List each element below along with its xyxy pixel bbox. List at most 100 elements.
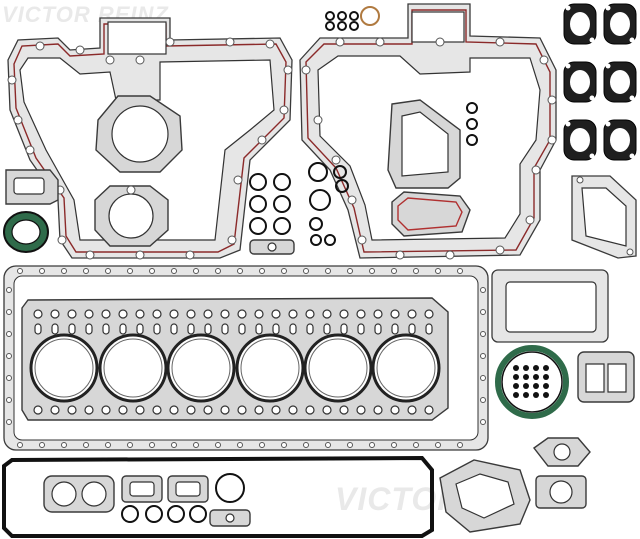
oring-tiny [523, 392, 529, 398]
bolt-hole [39, 442, 45, 448]
head-bolt-hole [407, 405, 417, 415]
head-bolt-hole [356, 405, 366, 415]
head-bolt-hole [152, 405, 162, 415]
oring-tiny [513, 365, 519, 371]
oring-small [349, 11, 359, 21]
coolant-port [306, 323, 314, 335]
oring [324, 234, 336, 246]
oring-set-right [466, 102, 478, 146]
bolt-hole [75, 45, 85, 55]
oring-small [349, 21, 359, 31]
bolt-hole [480, 309, 486, 315]
bolt-hole [480, 287, 486, 293]
bolt-hole [17, 268, 23, 274]
brand-watermark-bottom: VICTOR [335, 481, 461, 517]
head-bolt-hole [101, 309, 111, 319]
bolt-hole [7, 75, 17, 85]
bolt-hole [13, 115, 23, 125]
intake-gasket-double-port [43, 475, 115, 513]
bolt-hole [283, 65, 293, 75]
head-bolt-hole [220, 405, 230, 415]
bolt-hole [6, 353, 12, 359]
bolt-hole [391, 442, 397, 448]
bolt-hole [369, 442, 375, 448]
cylinder-bore [98, 333, 168, 403]
bolt-hole [480, 353, 486, 359]
bolt-hole [237, 268, 243, 274]
bolt-hole [495, 37, 505, 47]
coolant-port [221, 323, 229, 335]
oring-tiny [523, 383, 529, 389]
cylinder-bore [303, 333, 373, 403]
head-bolt-hole [135, 405, 145, 415]
cylinder-head-gasket [21, 297, 449, 421]
oring-small [337, 21, 347, 31]
intake-gasket-rect-1 [121, 475, 163, 503]
head-bolt-hole [373, 309, 383, 319]
bolt-hole [313, 115, 323, 125]
head-bolt-hole [169, 309, 179, 319]
bolt-hole [105, 268, 111, 274]
bolt-hole [281, 268, 287, 274]
bolt-hole [375, 37, 385, 47]
bolt-hole [225, 37, 235, 47]
bolt-hole [325, 442, 331, 448]
oring-large [215, 473, 245, 503]
oring-tiny [543, 392, 549, 398]
oring-tiny [533, 374, 539, 380]
bolt-hole [257, 135, 267, 145]
head-bolt-hole [169, 405, 179, 415]
bolt-hole [303, 268, 309, 274]
exhaust-manifold-gasket [563, 61, 597, 103]
bolt-hole [265, 39, 275, 49]
cylinder-bore [29, 333, 99, 403]
coolant-port [340, 323, 348, 335]
bolt-hole [127, 268, 133, 274]
turbo-flange-gasket [577, 351, 635, 403]
exhaust-manifold-gasket [563, 119, 597, 161]
bolt-hole [171, 268, 177, 274]
bracket-gasket-small [5, 169, 59, 205]
head-bolt-hole [305, 309, 315, 319]
head-bolt-hole [67, 309, 77, 319]
oring [335, 179, 349, 193]
bolt-hole [303, 442, 309, 448]
rear-main-seal [495, 345, 569, 419]
bolt-hole [331, 155, 341, 165]
bolt-hole [35, 41, 45, 51]
bolt-hole [480, 375, 486, 381]
bolt-hole [347, 268, 353, 274]
head-bolt-hole [101, 405, 111, 415]
coolant-port [102, 323, 110, 335]
head-bolt-hole [271, 405, 281, 415]
bolt-hole [6, 287, 12, 293]
head-bolt-hole [186, 405, 196, 415]
coolant-port [272, 323, 280, 335]
oring-tiny [543, 374, 549, 380]
head-bolt-hole [339, 309, 349, 319]
coolant-port [68, 323, 76, 335]
head-bolt-hole [254, 405, 264, 415]
bolt-hole [185, 250, 195, 260]
head-bolt-hole [305, 405, 315, 415]
head-bolt-hole [390, 405, 400, 415]
exhaust-manifold-gaskets [563, 3, 637, 161]
timing-cover-gasket-right [299, 3, 557, 260]
oring [121, 505, 139, 523]
side-cover-gasket [571, 175, 637, 259]
head-bolt-hole [186, 309, 196, 319]
oring [249, 173, 267, 191]
oring [145, 505, 163, 523]
oring [189, 505, 207, 523]
bolt-hole [6, 397, 12, 403]
oring-tiny [533, 365, 539, 371]
oring-tiny [513, 392, 519, 398]
oring [333, 165, 347, 179]
oring [273, 217, 291, 235]
bolt-hole [57, 235, 67, 245]
bolt-hole [215, 442, 221, 448]
head-bolt-hole [322, 309, 332, 319]
coolant-port [170, 323, 178, 335]
crankshaft-seal-front [3, 211, 49, 253]
head-bolt-hole [203, 309, 213, 319]
